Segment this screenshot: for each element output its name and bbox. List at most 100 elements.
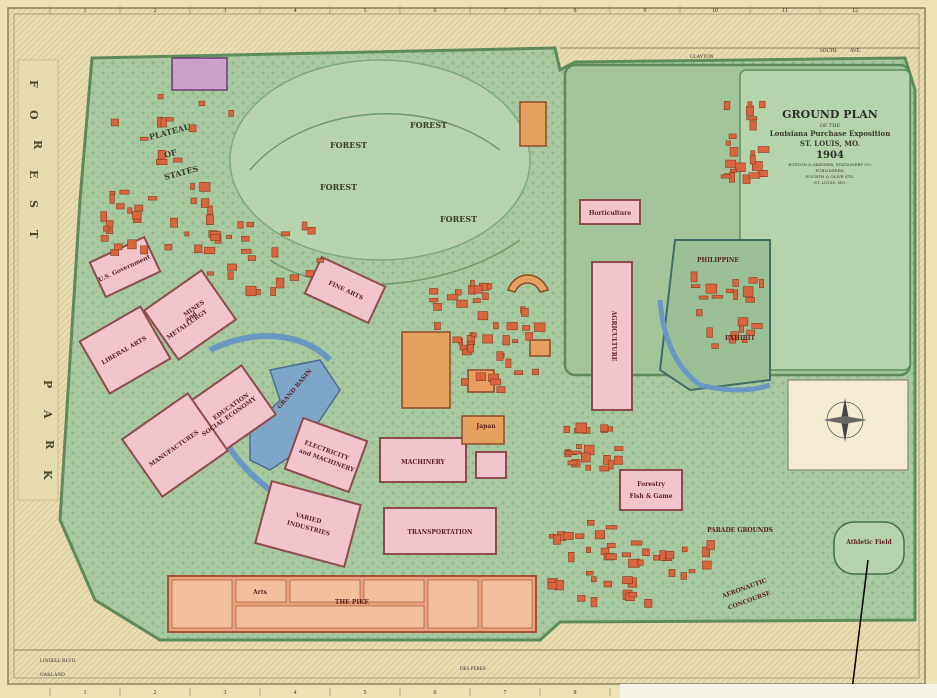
gridBottom-number: 7 [504, 690, 507, 696]
state-building [114, 243, 123, 251]
state-building [690, 284, 701, 289]
state-building [702, 546, 711, 558]
state-building [622, 552, 632, 558]
label-transportation: TRANSPORTATION [408, 529, 474, 536]
state-building [746, 116, 758, 121]
state-building [563, 532, 574, 540]
administration-building[interactable] [401, 331, 451, 409]
state-building [608, 459, 614, 470]
state-building [696, 309, 703, 317]
state-building [433, 303, 442, 311]
label-fish-game: Fish & Game [629, 493, 672, 500]
state-building [525, 332, 534, 341]
label-philippine: PHILIPPINE [697, 257, 739, 264]
label-agriculture: AGRICULTURE [610, 310, 617, 362]
park-letter: R [43, 440, 56, 450]
varied-industries-building[interactable] [254, 479, 362, 569]
gridTop-number: 4 [294, 8, 297, 14]
state-building [170, 217, 178, 228]
state-building [585, 464, 591, 471]
state-building [733, 289, 738, 300]
state-building [577, 595, 586, 602]
state-building [706, 540, 715, 551]
state-building [199, 182, 211, 192]
label-oakland: OAKLAND [40, 673, 65, 678]
manufactures-building[interactable] [120, 391, 230, 499]
state-building [490, 378, 502, 386]
state-building [759, 278, 765, 289]
state-building [563, 425, 570, 433]
label-machinery: MACHINERY [401, 459, 445, 466]
gridTop-number: 11 [782, 8, 788, 14]
athletic-field[interactable] [833, 521, 905, 575]
park-letter: A [41, 409, 54, 419]
mines-metallurgy-building[interactable] [142, 268, 238, 362]
state-building [580, 452, 591, 463]
state-building [190, 183, 195, 190]
title-line1: GROUND PLAN [782, 108, 878, 121]
state-building [194, 244, 203, 254]
state-building [301, 221, 308, 231]
inside-inn[interactable] [171, 57, 228, 91]
state-building [666, 550, 675, 560]
state-building [493, 322, 499, 330]
state-building [140, 245, 148, 255]
state-building [746, 105, 754, 116]
state-building [749, 155, 756, 165]
publisher-3: FOURTH & OLIVE STS. [806, 174, 855, 179]
state-building [157, 150, 166, 160]
state-building [603, 580, 612, 588]
inner-border [13, 13, 920, 679]
state-building [514, 370, 523, 376]
state-building [757, 146, 770, 153]
state-building [157, 94, 164, 100]
agriculture-building[interactable] [591, 261, 633, 411]
liberal-arts-building[interactable] [78, 305, 172, 395]
state-building [747, 101, 753, 108]
state-building [210, 234, 221, 241]
publisher-1: BUXTON & SKINNER, STATIONERY CO. [788, 162, 871, 167]
state-building [637, 559, 644, 566]
state-building [316, 258, 325, 263]
state-building [429, 288, 439, 295]
state-building [434, 322, 441, 330]
state-building [506, 322, 518, 331]
gridTop-number: 6 [434, 8, 437, 14]
title-block: GROUND PLAN OF THE Louisiana Purchase Ex… [770, 108, 891, 185]
state-building [739, 325, 744, 333]
label-forest-a: FOREST [410, 120, 447, 130]
label-the-pike: THE PIKE [335, 599, 369, 606]
park-letter: E [27, 170, 40, 178]
state-building [184, 231, 190, 237]
state-building [131, 211, 142, 220]
philippine-lake [657, 299, 771, 393]
state-building [203, 246, 216, 255]
forestry-building[interactable] [619, 469, 683, 511]
horticulture-building[interactable] [579, 199, 641, 225]
state-building [452, 336, 462, 343]
machinery-building[interactable] [379, 437, 467, 483]
state-building [247, 255, 256, 261]
state-building [748, 172, 761, 179]
gridBottom-number: 1 [84, 690, 87, 696]
state-building [751, 161, 763, 171]
state-building [746, 329, 755, 336]
label-arts: Arts [252, 589, 268, 596]
state-building [711, 294, 723, 299]
state-building [496, 351, 504, 361]
forest-area [229, 59, 531, 261]
state-building [680, 572, 687, 580]
state-building [477, 311, 489, 321]
state-building [732, 279, 739, 287]
gridBottom-number: 4 [294, 690, 297, 696]
electricity-building[interactable] [283, 416, 369, 494]
state-building [745, 296, 755, 303]
state-building [644, 598, 653, 608]
building-orange-1[interactable] [519, 101, 547, 147]
park-letter: S [27, 200, 40, 208]
transportation-building[interactable] [383, 507, 497, 555]
park-letter: R [31, 140, 44, 150]
state-building [100, 235, 109, 242]
